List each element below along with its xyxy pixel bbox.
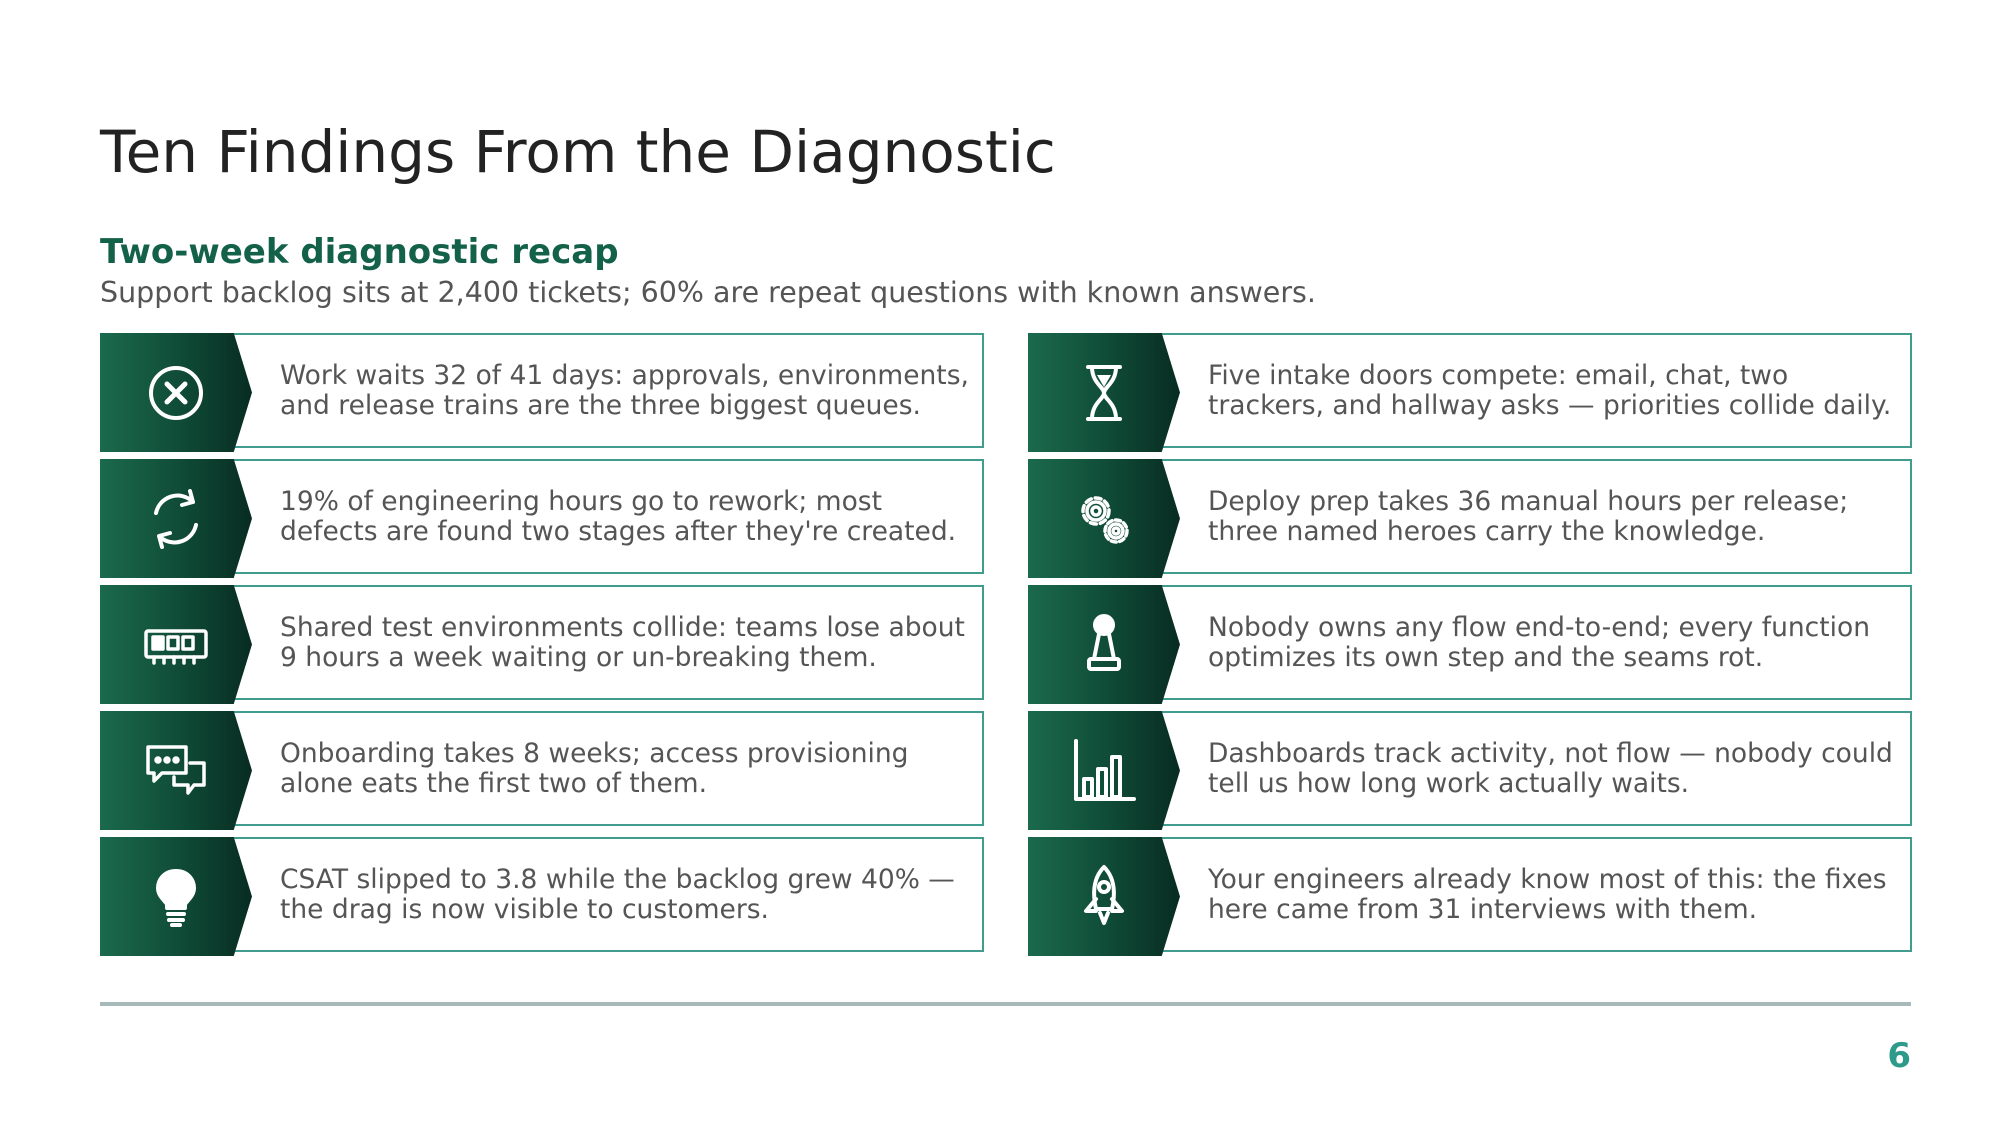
finding-badge <box>1028 585 1180 704</box>
finding-card: Onboarding takes 8 weeks; access provisi… <box>100 711 984 830</box>
finding-badge <box>100 333 252 452</box>
bar-chart-icon <box>1074 739 1136 801</box>
chess-pawn-icon <box>1087 614 1121 671</box>
finding-text: Shared test environments collide: teams … <box>280 611 965 673</box>
finding-text: Your engineers already know most of this… <box>1208 863 1887 925</box>
footer-divider <box>100 1002 1911 1006</box>
finding-badge <box>100 711 252 830</box>
finding-badge <box>1028 459 1180 578</box>
finding-text: Dashboards track activity, not flow — no… <box>1208 737 1893 799</box>
finding-badge <box>1028 333 1180 452</box>
finding-badge <box>1028 837 1180 956</box>
refresh-icon <box>154 489 198 549</box>
close-circle-icon <box>149 366 203 420</box>
finding-text: Work waits 32 of 41 days: approvals, env… <box>280 359 969 421</box>
finding-badge <box>1028 711 1180 830</box>
finding-badge <box>100 585 252 704</box>
finding-text: CSAT slipped to 3.8 while the backlog gr… <box>280 863 955 925</box>
finding-card: Work waits 32 of 41 days: approvals, env… <box>100 333 984 452</box>
chat-bubbles-icon <box>146 745 206 795</box>
finding-badge <box>100 459 252 578</box>
finding-card: Your engineers already know most of this… <box>1028 837 1912 956</box>
finding-card: Nobody owns any flow end-to-end; every f… <box>1028 585 1912 704</box>
hourglass-icon <box>1086 365 1122 421</box>
slide-subtitle: Two-week diagnostic recap <box>100 232 619 272</box>
finding-card: Shared test environments collide: teams … <box>100 585 984 704</box>
slide-lead: Support backlog sits at 2,400 tickets; 6… <box>100 276 1316 309</box>
finding-text: Nobody owns any flow end-to-end; every f… <box>1208 611 1871 673</box>
finding-text: 19% of engineering hours go to rework; m… <box>280 485 957 547</box>
gears-icon <box>1081 496 1129 544</box>
lightbulb-icon <box>156 869 196 927</box>
finding-text: Five intake doors compete: email, chat, … <box>1208 359 1892 421</box>
finding-badge <box>100 837 252 956</box>
finding-text: Onboarding takes 8 weeks; access provisi… <box>280 737 909 799</box>
finding-card: Five intake doors compete: email, chat, … <box>1028 333 1912 452</box>
finding-card: 19% of engineering hours go to rework; m… <box>100 459 984 578</box>
finding-card: Dashboards track activity, not flow — no… <box>1028 711 1912 830</box>
finding-text: Deploy prep takes 36 manual hours per re… <box>1208 485 1849 547</box>
rocket-icon <box>1084 865 1124 925</box>
finding-card: CSAT slipped to 3.8 while the backlog gr… <box>100 837 984 956</box>
page-number: 6 <box>1887 1036 1911 1076</box>
slide-title: Ten Findings From the Diagnostic <box>100 118 1056 186</box>
memory-chip-icon <box>144 629 208 665</box>
finding-card: Deploy prep takes 36 manual hours per re… <box>1028 459 1912 578</box>
